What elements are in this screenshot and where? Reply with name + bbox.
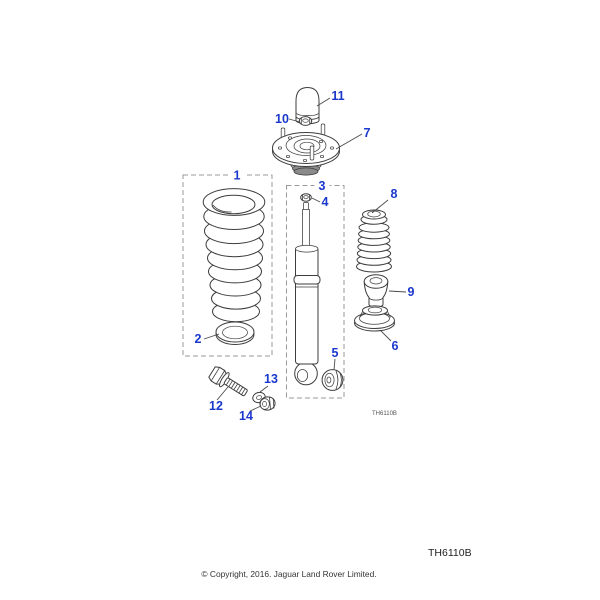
top-mount-illustration xyxy=(272,123,340,176)
copyright-text: © Copyright, 2016. Jaguar Land Rover Lim… xyxy=(201,569,376,579)
bushing-illustration xyxy=(321,369,344,391)
bump-stop-illustration xyxy=(363,274,389,308)
gaiter-bellows-illustration xyxy=(356,209,392,273)
callout-4: 4 xyxy=(322,195,329,209)
callout-11: 11 xyxy=(331,89,344,103)
spring-group-dashed-box xyxy=(182,174,273,357)
callout-5: 5 xyxy=(332,346,339,360)
shock-absorber-illustration xyxy=(293,193,321,386)
bolt-illustration xyxy=(208,366,248,397)
callout-3: 3 xyxy=(319,179,326,193)
callout-13: 13 xyxy=(264,372,278,386)
rod-nut-illustration xyxy=(300,193,312,202)
coil-spring-illustration xyxy=(202,188,266,323)
callout-8: 8 xyxy=(391,187,398,201)
callout-9: 9 xyxy=(408,285,415,299)
callout-10: 10 xyxy=(275,112,289,126)
diagram-code-footer: TH6110B xyxy=(428,547,472,559)
callout-12: 12 xyxy=(209,399,223,413)
diagram-code-inline: TH6110B xyxy=(372,411,397,417)
callout-6: 6 xyxy=(392,339,399,353)
top-nut-illustration xyxy=(298,116,313,126)
callout-1: 1 xyxy=(234,169,241,183)
callout-labels: 1 2 3 4 5 6 7 8 9 10 11 12 13 14 xyxy=(195,89,415,423)
lower-nut-illustration xyxy=(259,396,276,411)
spring-seat-illustration xyxy=(215,321,255,345)
lower-seat-illustration xyxy=(354,305,395,332)
callout-14: 14 xyxy=(239,409,253,423)
callout-2: 2 xyxy=(195,332,202,346)
callout-7: 7 xyxy=(364,126,371,140)
leader-lines xyxy=(203,97,407,412)
